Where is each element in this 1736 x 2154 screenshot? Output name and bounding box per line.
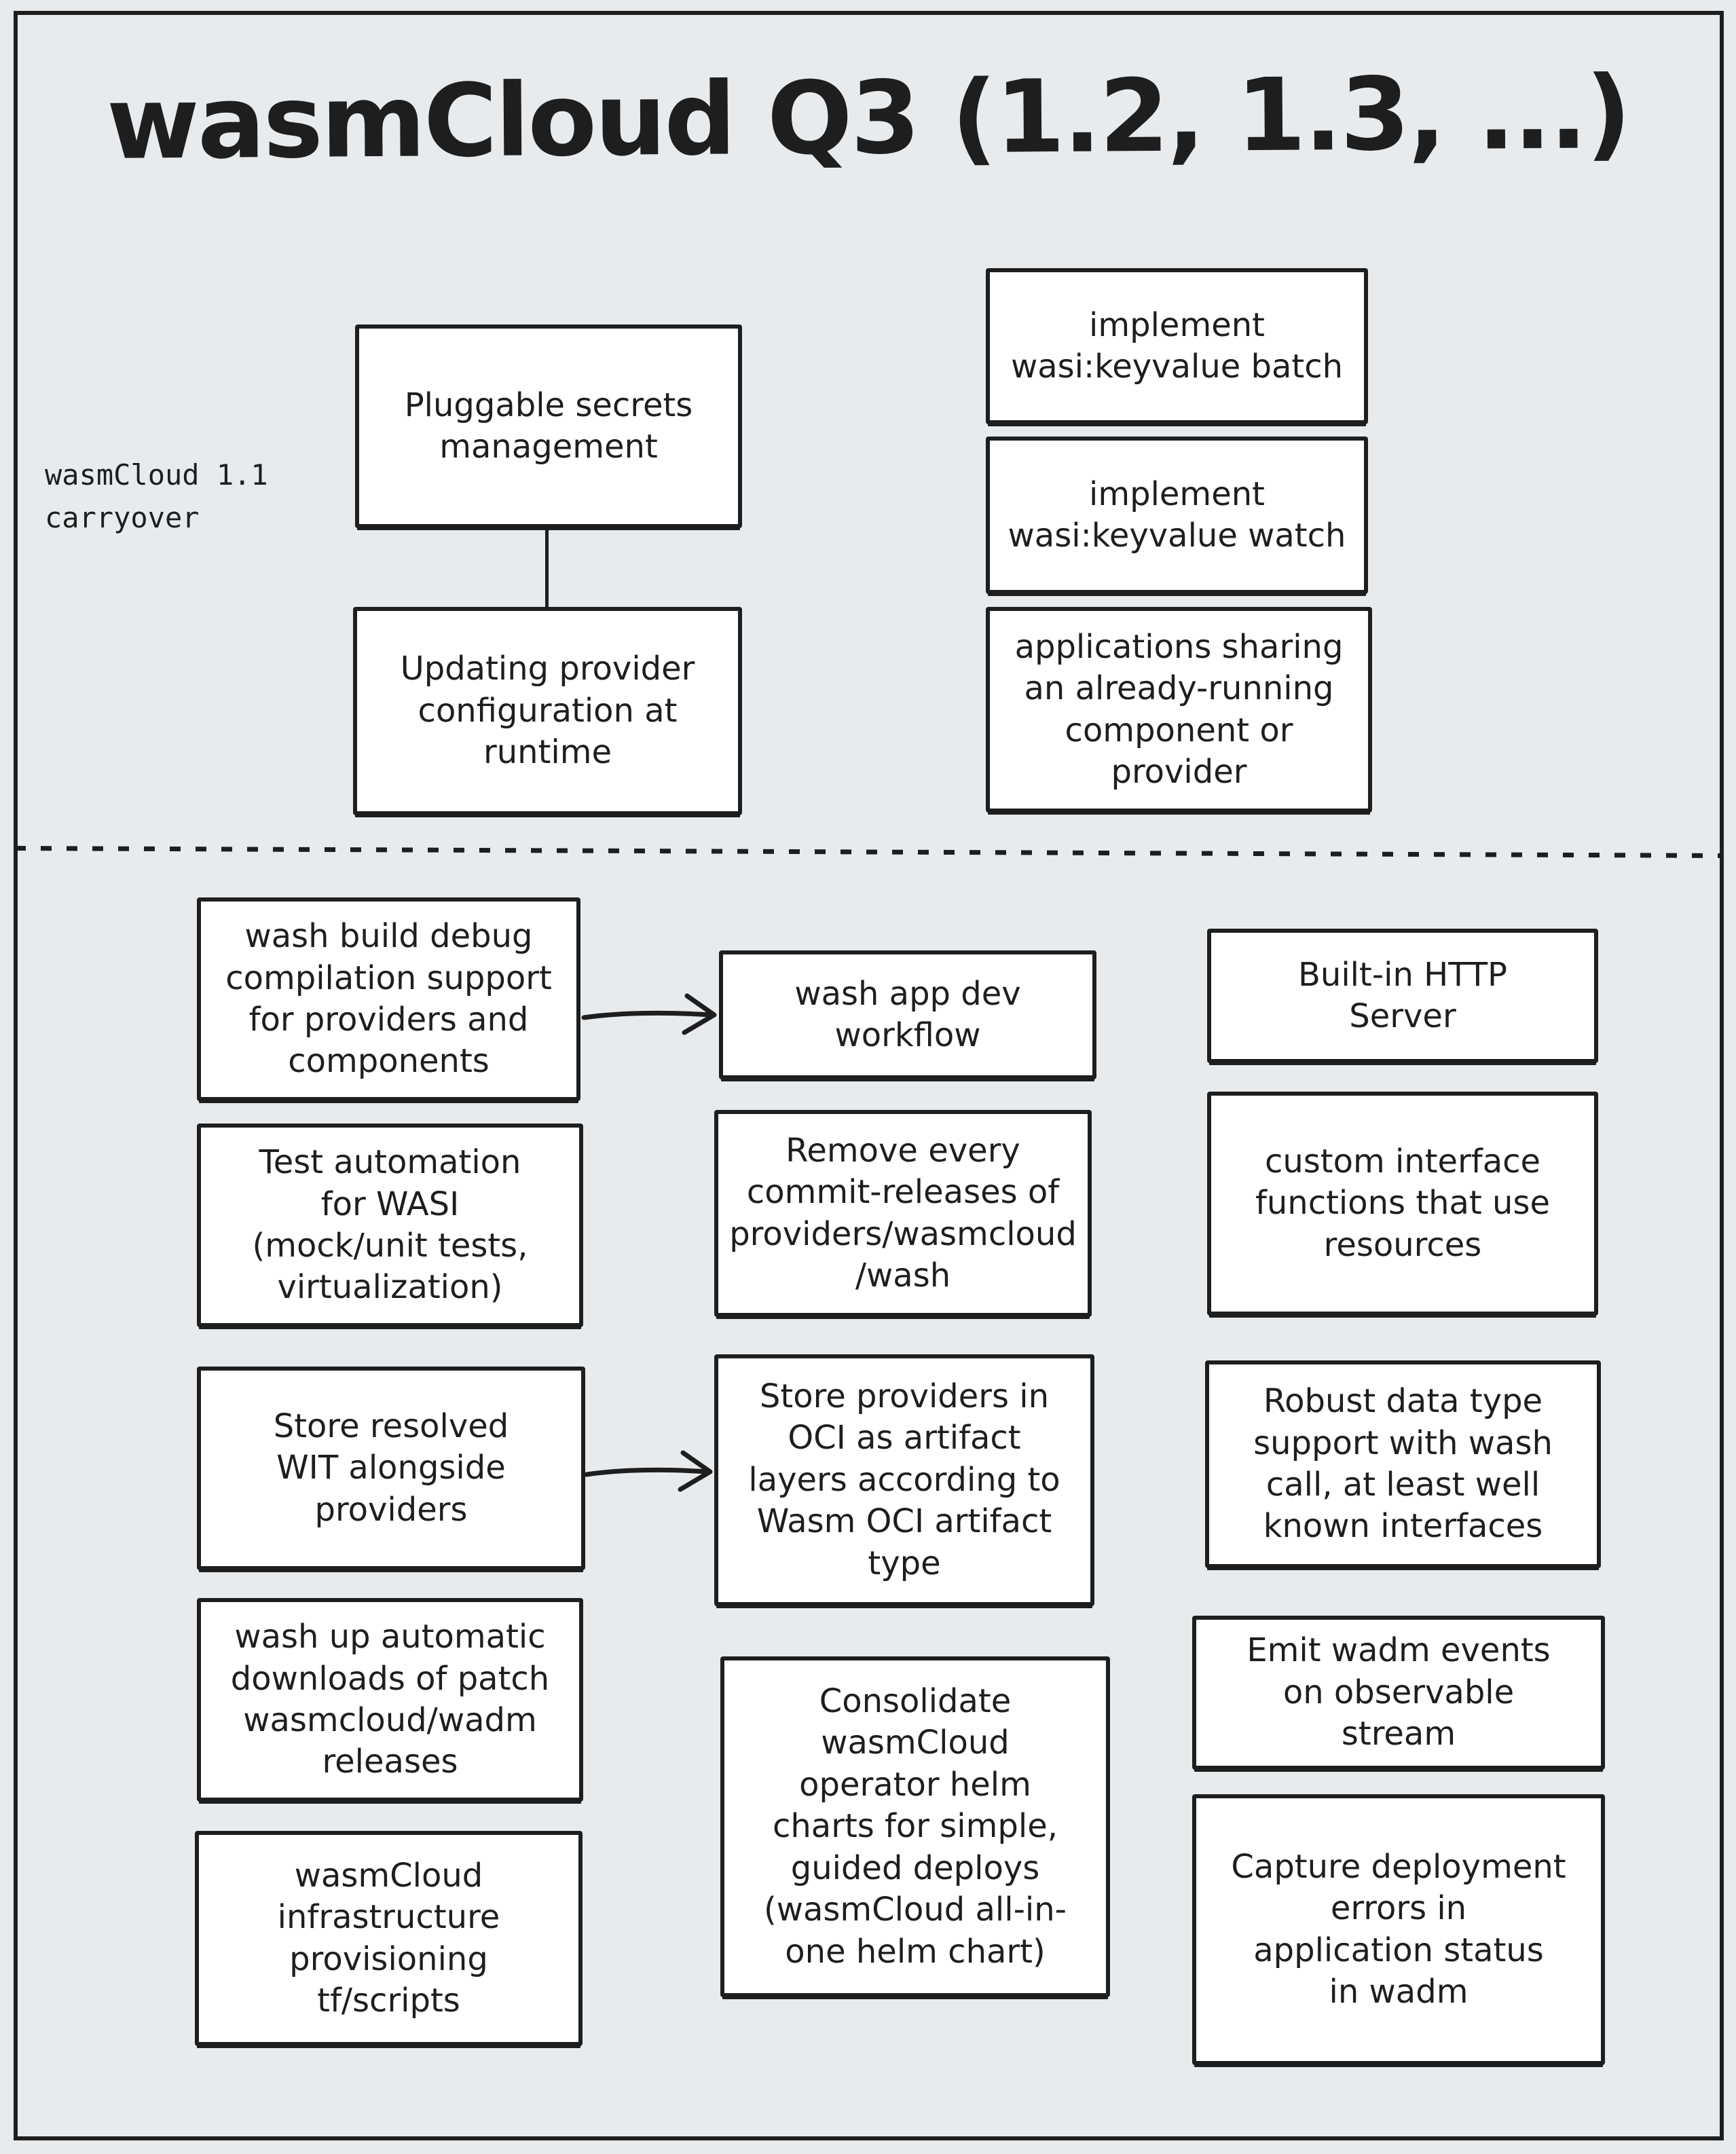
node-robust-data-type: Robust data type support with wash call,… xyxy=(1205,1360,1601,1568)
node-store-providers-oci: Store providers in OCI as artifact layer… xyxy=(714,1354,1094,1606)
connector-pluggable-to-updating xyxy=(545,527,549,608)
node-test-automation: Test automation for WASI (mock/unit test… xyxy=(197,1124,583,1327)
node-wash-build-debug: wash build debug compilation support for… xyxy=(197,897,580,1101)
node-applications-sharing: applications sharing an already-running … xyxy=(986,607,1372,813)
node-custom-interface-resources: custom interface functions that use reso… xyxy=(1207,1092,1598,1316)
node-infrastructure-provisioning: wasmCloud infrastructure provisioning tf… xyxy=(195,1831,583,2046)
node-capture-deployment-errors: Capture deployment errors in application… xyxy=(1192,1794,1605,2065)
node-pluggable-secrets: Pluggable secrets management xyxy=(355,324,742,528)
node-updating-provider-config: Updating provider configuration at runti… xyxy=(353,607,742,815)
node-store-resolved-wit: Store resolved WIT alongside providers xyxy=(197,1367,585,1570)
node-wash-app-dev-workflow: wash app dev workflow xyxy=(719,950,1096,1079)
node-wasi-keyvalue-batch: implement wasi:keyvalue batch xyxy=(986,268,1368,424)
node-wash-up-auto-downloads: wash up automatic downloads of patch was… xyxy=(197,1598,583,1802)
arrow-storewit-to-storeoci xyxy=(584,1446,717,1500)
node-consolidate-helm-charts: Consolidate wasmCloud operator helm char… xyxy=(720,1656,1110,1997)
arrow-washbuild-to-washappdev xyxy=(581,988,721,1042)
node-remove-commit-releases: Remove every commit-releases of provider… xyxy=(714,1110,1092,1317)
node-emit-wadm-events: Emit wadm events on observable stream xyxy=(1192,1616,1605,1770)
node-wasi-keyvalue-watch: implement wasi:keyvalue watch xyxy=(986,437,1368,594)
carryover-label: wasmCloud 1.1 carryover xyxy=(45,458,268,534)
section-divider xyxy=(14,846,1722,858)
diagram-title: wasmCloud Q3 (1.2, 1.3, ...) xyxy=(106,54,1630,182)
node-builtin-http-server: Built-in HTTP Server xyxy=(1207,929,1598,1063)
